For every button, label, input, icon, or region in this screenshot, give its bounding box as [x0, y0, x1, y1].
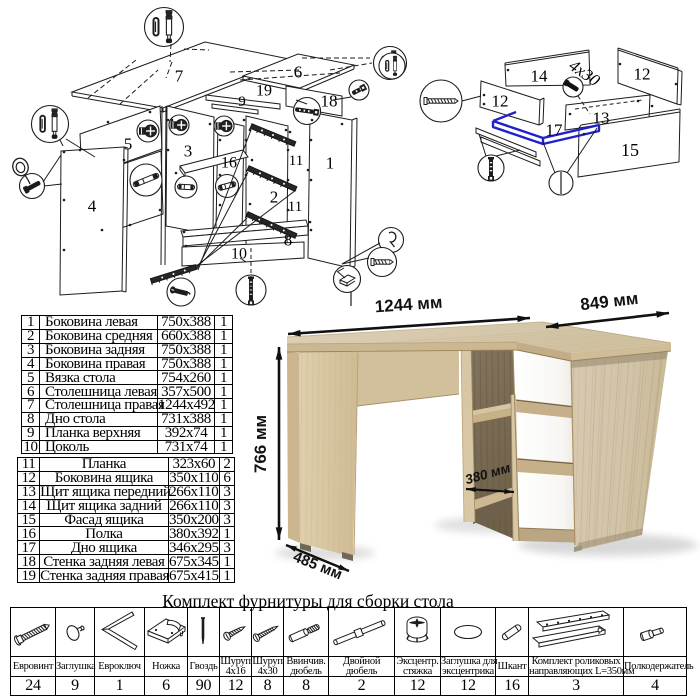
svg-text:11: 11: [288, 199, 302, 215]
svg-text:12: 12: [492, 92, 509, 111]
svg-text:12: 12: [634, 65, 651, 84]
svg-text:1244 мм: 1244 мм: [374, 293, 443, 317]
svg-text:7: 7: [175, 67, 184, 86]
svg-text:15: 15: [621, 140, 639, 160]
svg-text:5: 5: [124, 135, 133, 154]
svg-text:4: 4: [88, 197, 97, 216]
svg-text:16: 16: [221, 155, 237, 172]
svg-text:10: 10: [231, 246, 247, 263]
svg-text:2: 2: [270, 188, 279, 207]
svg-text:9: 9: [238, 94, 246, 110]
svg-text:766 мм: 766 мм: [251, 415, 270, 473]
svg-text:1: 1: [326, 154, 335, 173]
svg-text:3: 3: [184, 142, 193, 161]
svg-text:8: 8: [284, 231, 293, 250]
svg-text:849 мм: 849 мм: [579, 289, 639, 314]
svg-text:18: 18: [321, 92, 338, 111]
svg-text:11: 11: [289, 153, 303, 169]
svg-text:19: 19: [256, 83, 272, 100]
svg-text:14: 14: [531, 67, 549, 86]
svg-text:17: 17: [546, 121, 564, 140]
svg-text:6: 6: [294, 63, 303, 82]
